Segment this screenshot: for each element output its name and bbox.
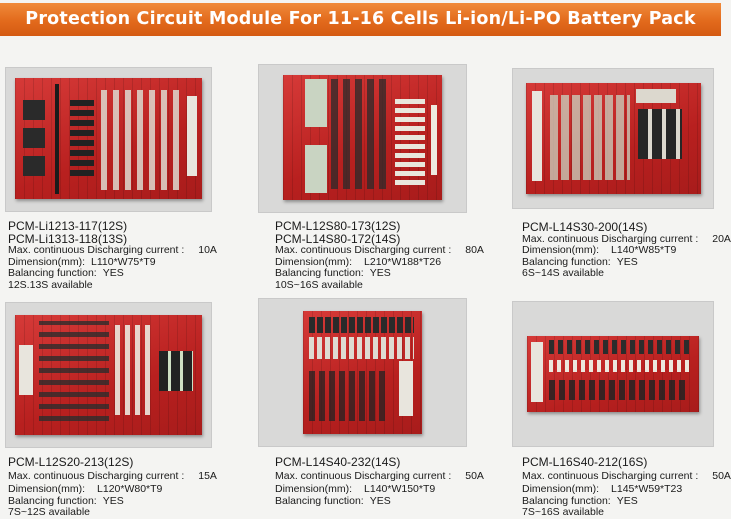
product-photo-frame (258, 64, 467, 213)
product-photo-frame (258, 298, 467, 447)
product-model: PCM-L14S80-172(14S) (275, 231, 401, 246)
product-model: PCM-Li1213-117(12S) (8, 219, 128, 233)
page-title: Protection Circuit Module For 11-16 Cell… (25, 9, 696, 29)
pcb-board-image (283, 75, 442, 200)
product-model: PCM-L16S40-212(16S) (522, 455, 648, 469)
product-info: PCM-Li1213-117(12S) PCM-Li1313-118(13S) … (8, 220, 217, 292)
spec-dimension: Dimension(mm):L140*W150*T9 (275, 483, 436, 496)
product-photo-frame (512, 68, 714, 209)
product-photo-frame (5, 67, 212, 212)
spec-available: 7S~16S available (522, 506, 605, 519)
spec-balancing: Balancing function:YES (8, 267, 124, 280)
product-model: PCM-L12S20-213(12S) (8, 455, 134, 469)
product-info: PCM-L12S80-173(12S) PCM-L14S80-172(14S) … (275, 220, 484, 292)
spec-dimension: Dimension(mm):L140*W85*T9 (522, 244, 677, 257)
product-info: PCM-L16S40-212(16S) Max. continuous Disc… (522, 456, 731, 519)
pcb-board-image (303, 311, 422, 434)
spec-current: Max. continuous Discharging current :50A (275, 469, 484, 482)
spec-balancing: Balancing function:YES (522, 255, 638, 268)
pcb-board-image (526, 83, 701, 194)
pcb-board-image (15, 78, 202, 199)
product-model: PCM-L14S30-200(14S) (522, 220, 648, 234)
product-info: PCM-L12S20-213(12S) Max. continuous Disc… (8, 456, 217, 519)
spec-available: 7S~12S available (8, 506, 91, 519)
spec-available: 10S~16S available (275, 278, 363, 291)
spec-dimension: Dimension(mm):L145*W59*T23 (522, 483, 683, 496)
spec-current: Max. continuous Discharging current :50A (522, 469, 731, 482)
spec-balancing: Balancing function:YES (8, 494, 124, 507)
spec-current: Max. continuous Discharging current :20A (522, 232, 731, 245)
product-model: PCM-L14S40-232(14S) (275, 455, 401, 469)
product-info: PCM-L14S40-232(14S) Max. continuous Disc… (275, 456, 484, 507)
pcb-board-image (15, 315, 202, 435)
spec-current: Max. continuous Discharging current :80A (275, 244, 484, 257)
spec-dimension: Dimension(mm):L120*W80*T9 (8, 483, 163, 496)
spec-balancing: Balancing function:YES (275, 494, 391, 507)
product-photo-frame (512, 301, 714, 447)
spec-available: 6S~14S available (522, 267, 605, 280)
product-photo-frame (5, 302, 212, 448)
spec-current: Max. continuous Discharging current :10A (8, 244, 217, 257)
spec-dimension: Dimension(mm):L210*W188*T26 (275, 255, 442, 268)
pcb-board-image (527, 336, 699, 412)
header-banner: Protection Circuit Module For 11-16 Cell… (0, 3, 721, 36)
spec-dimension: Dimension(mm):L110*W75*T9 (8, 255, 156, 268)
spec-current: Max. continuous Discharging current :15A (8, 469, 217, 482)
spec-balancing: Balancing function:YES (275, 267, 391, 280)
spec-balancing: Balancing function:YES (522, 494, 638, 507)
product-model: PCM-L12S80-173(12S) (275, 219, 401, 233)
product-model: PCM-Li1313-118(13S) (8, 231, 128, 246)
product-info: PCM-L14S30-200(14S) Max. continuous Disc… (522, 221, 731, 280)
spec-available: 12S.13S available (8, 278, 93, 291)
